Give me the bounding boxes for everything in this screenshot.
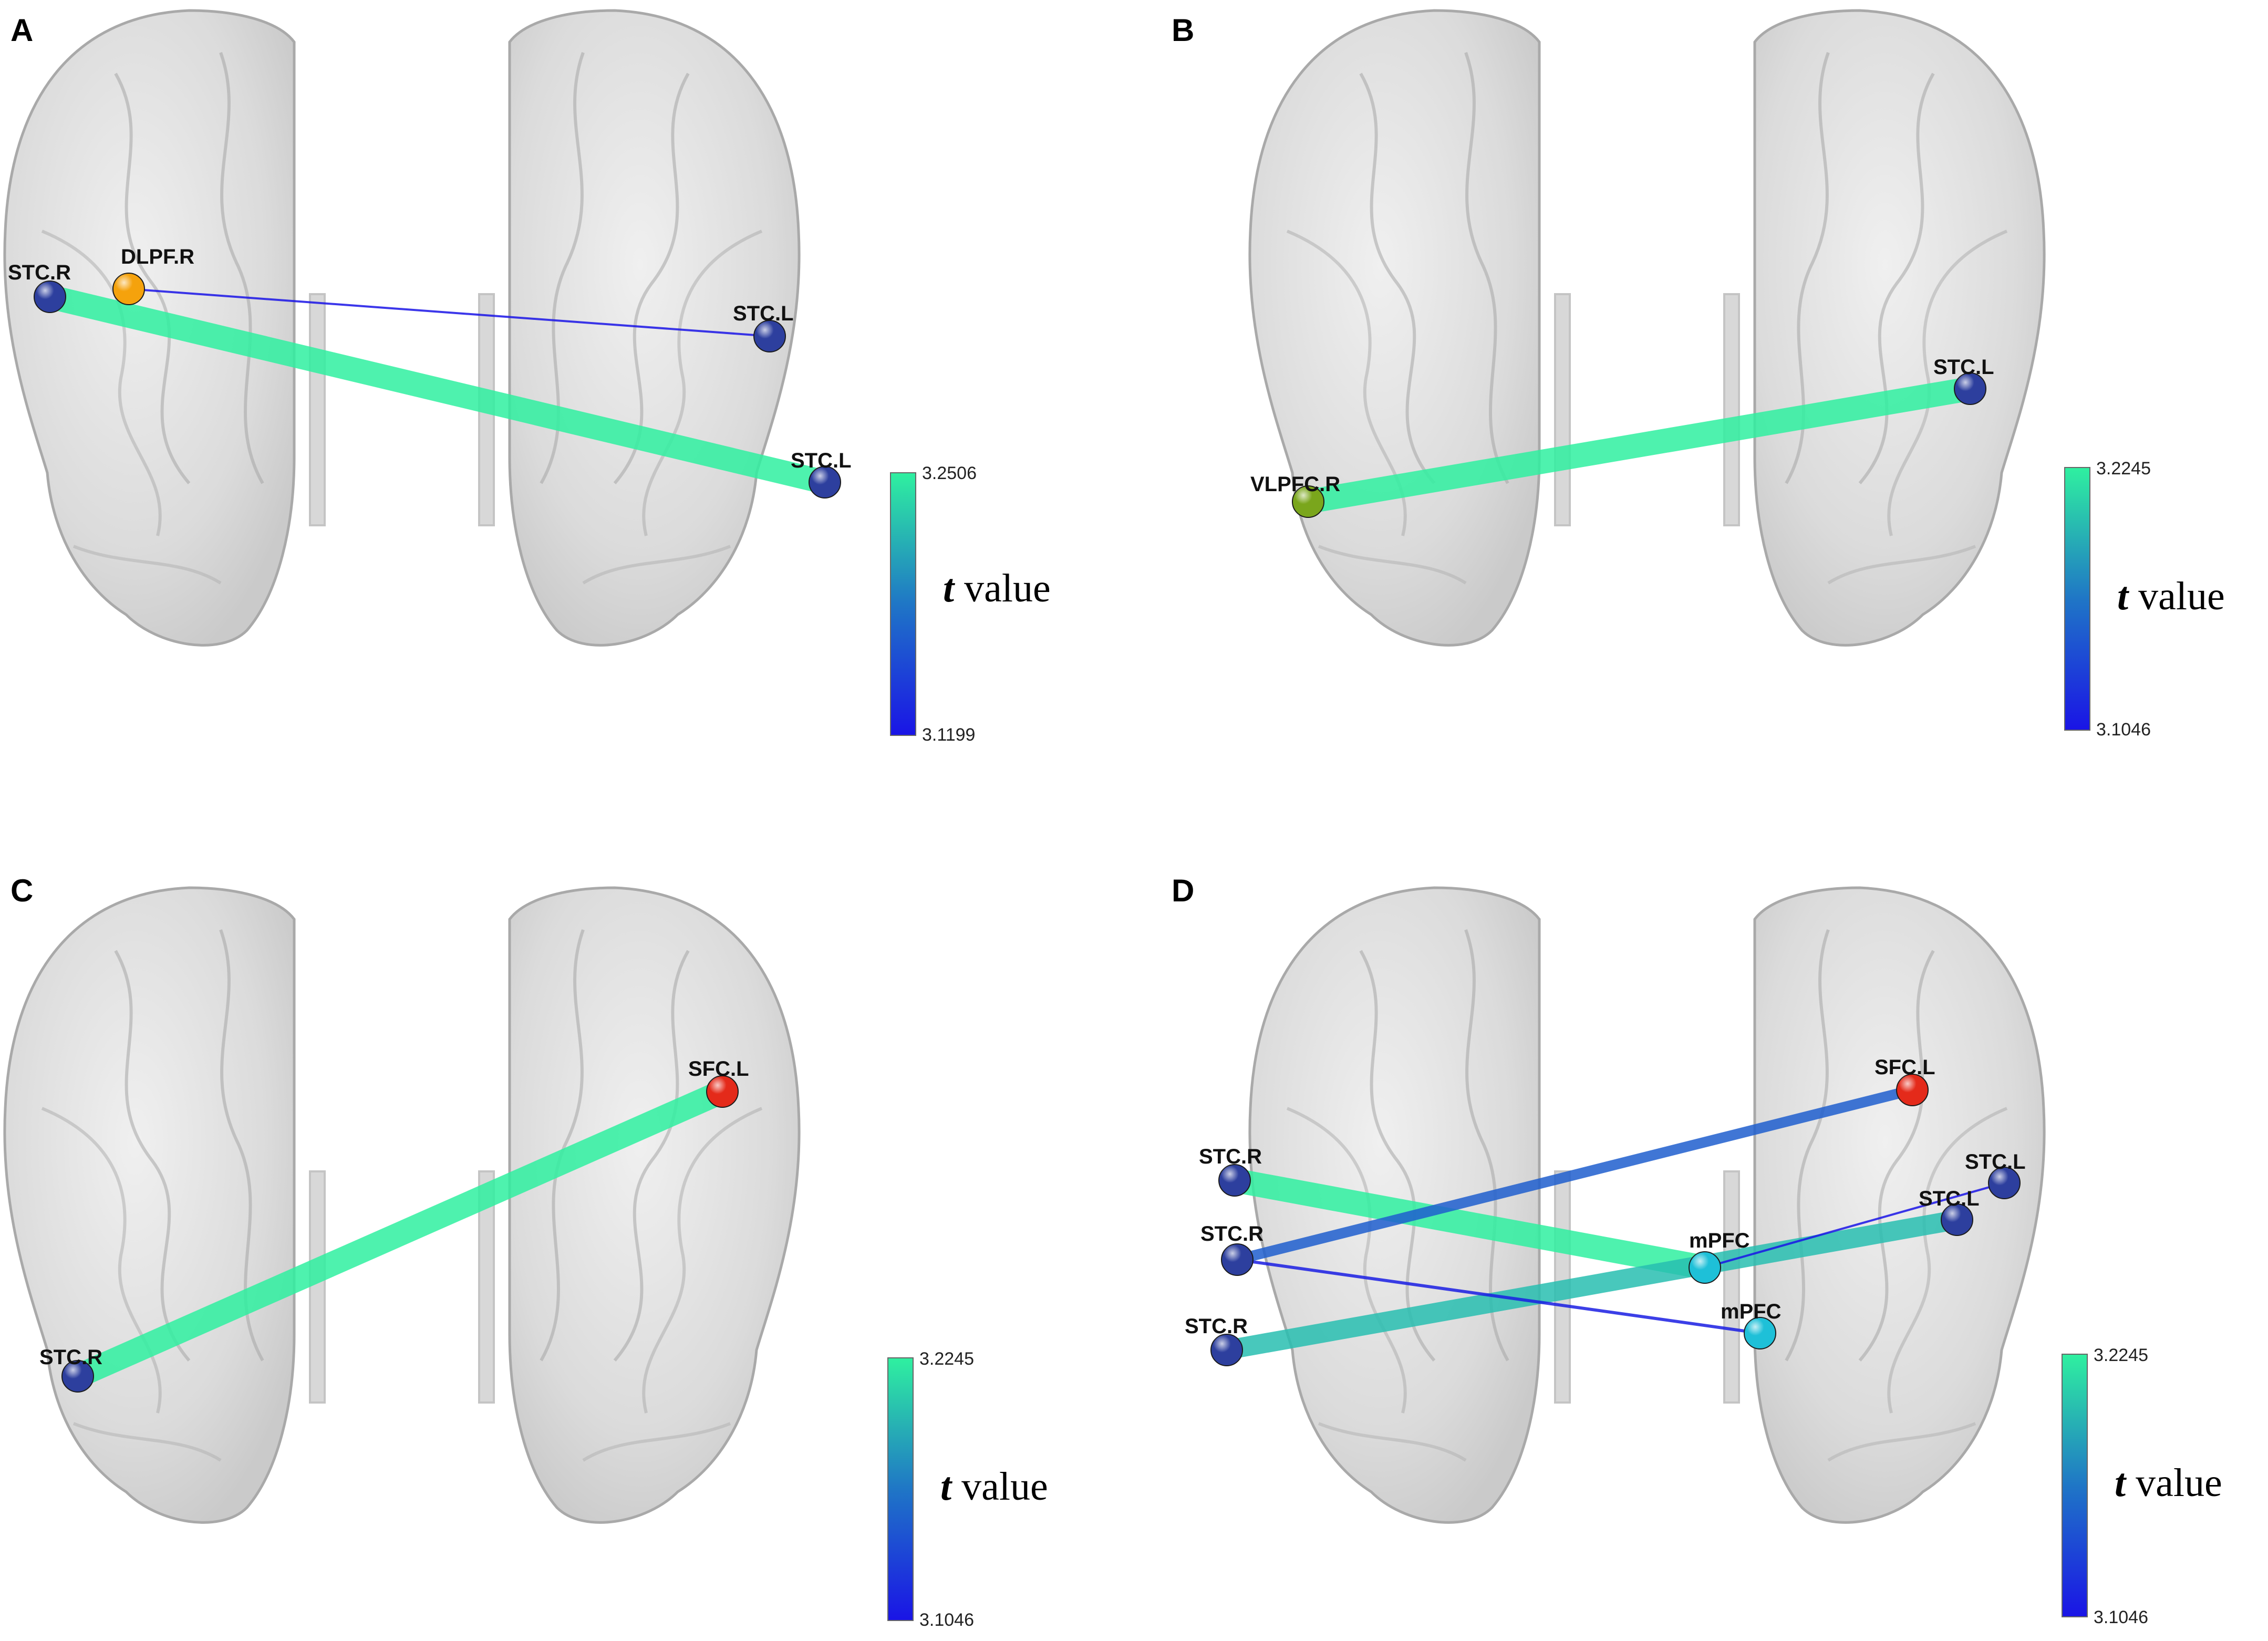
brain-node: STC.R — [1200, 1222, 1264, 1276]
connection-edge — [47, 285, 828, 494]
node-label: STC.R — [1185, 1315, 1248, 1338]
colorbar: 3.2245 3.1046 t value — [887, 1349, 1048, 1630]
panel-c: C STC.R SFC.L 3.2245 3.1046 t value — [5, 873, 1048, 1630]
panel-letter: C — [11, 873, 33, 908]
colorbar-title: t value — [2117, 574, 2225, 618]
colorbar-min-label: 3.1046 — [919, 1610, 974, 1630]
colorbar-max-label: 3.2245 — [919, 1349, 974, 1369]
node-label: SFC.L — [688, 1057, 749, 1081]
colorbar-min-label: 3.1046 — [2096, 720, 2151, 740]
brain-illustration — [1250, 11, 2044, 645]
connection-edge — [1306, 377, 1972, 514]
brain-node: SFC.L — [688, 1057, 749, 1108]
colorbar-max-label: 3.2245 — [2094, 1345, 2148, 1365]
edges-layer — [73, 1080, 728, 1388]
node-label: STC.L — [1965, 1150, 2026, 1173]
brain-node: STC.L — [791, 449, 852, 498]
colorbar-gradient — [887, 1357, 914, 1621]
node-label: DLPF.R — [121, 245, 194, 268]
connection-edge — [1237, 1258, 1760, 1335]
colorbar-title: t value — [2115, 1461, 2222, 1505]
brain-node: STC.L — [1933, 356, 1994, 405]
brain-illustration — [5, 11, 799, 645]
edges-layer — [47, 285, 828, 494]
panel-a: A STC.R DLPF.R STC.L STC.L 3.2506 3.1199… — [5, 11, 1051, 745]
colorbar-title: t value — [940, 1465, 1048, 1509]
node-label: STC.R — [1199, 1145, 1262, 1168]
node-label: mPFC — [1721, 1300, 1782, 1323]
brain-node: STC.R — [1185, 1315, 1248, 1366]
node-label: STC.L — [733, 302, 794, 325]
colorbar-max-label: 3.2506 — [922, 463, 977, 483]
panel-letter: A — [11, 13, 33, 48]
colorbar-min-label: 3.1199 — [922, 725, 975, 745]
nodes-layer: STC.R STC.R STC.R SFC.L STC.L STC.L mPFC… — [1185, 1056, 2026, 1366]
brain-node: STC.R — [39, 1346, 102, 1393]
colorbar: 3.2245 3.1046 t value — [2064, 459, 2225, 740]
brain-node: mPFC — [1689, 1229, 1750, 1284]
panel-d: D STC.R STC.R STC.R SFC.L STC.L STC.L mP — [1172, 873, 2222, 1627]
panel-letter: B — [1172, 13, 1194, 48]
brain-node: VLPFC.R — [1250, 473, 1340, 518]
colorbar-gradient — [890, 472, 916, 736]
brain-node: STC.L — [733, 302, 794, 352]
edges-layer — [1306, 377, 1972, 514]
connection-edge — [1232, 1168, 1707, 1280]
brain-illustration — [5, 888, 799, 1522]
node-label: STC.L — [1933, 356, 1994, 379]
node-label: STC.L — [1919, 1187, 1980, 1210]
colorbar-gradient — [2062, 1354, 2088, 1617]
brain-node: mPFC — [1721, 1300, 1782, 1349]
connection-edge — [1236, 1085, 1914, 1265]
brain-node: SFC.L — [1875, 1056, 1935, 1106]
brain-node: STC.L — [1965, 1150, 2026, 1199]
connection-edge — [128, 288, 770, 337]
panel-b: B VLPFC.R STC.L 3.2245 3.1046 t value — [1172, 11, 2225, 740]
brain-node: STC.L — [1919, 1187, 1980, 1236]
brain-node: STC.R — [1199, 1145, 1262, 1197]
connection-edge — [1704, 1182, 2005, 1269]
colorbar: 3.2245 3.1046 t value — [2062, 1345, 2222, 1627]
colorbar-gradient — [2064, 467, 2090, 731]
panel-letter: D — [1172, 873, 1194, 908]
colorbar-max-label: 3.2245 — [2096, 459, 2151, 479]
nodes-layer: STC.R DLPF.R STC.L STC.L — [8, 245, 852, 498]
node-label: mPFC — [1689, 1229, 1750, 1252]
node-label: STC.R — [1200, 1222, 1264, 1245]
edges-layer — [1225, 1085, 2005, 1360]
node-label: STC.R — [39, 1346, 102, 1369]
node-label: STC.R — [8, 261, 71, 284]
nodes-layer: VLPFC.R STC.L — [1250, 356, 1994, 518]
node-label: VLPFC.R — [1250, 473, 1340, 496]
connection-edge — [1225, 1210, 1959, 1360]
nodes-layer: STC.R SFC.L — [39, 1057, 749, 1393]
node-label: STC.L — [791, 449, 852, 472]
colorbar-min-label: 3.1046 — [2094, 1607, 2148, 1627]
brain-node: DLPF.R — [112, 245, 194, 305]
brain-node: STC.R — [8, 261, 71, 313]
connection-edge — [73, 1080, 728, 1388]
colorbar-title: t value — [943, 566, 1051, 610]
node-label: SFC.L — [1875, 1056, 1935, 1079]
colorbar: 3.2506 3.1199 t value — [890, 463, 1051, 745]
